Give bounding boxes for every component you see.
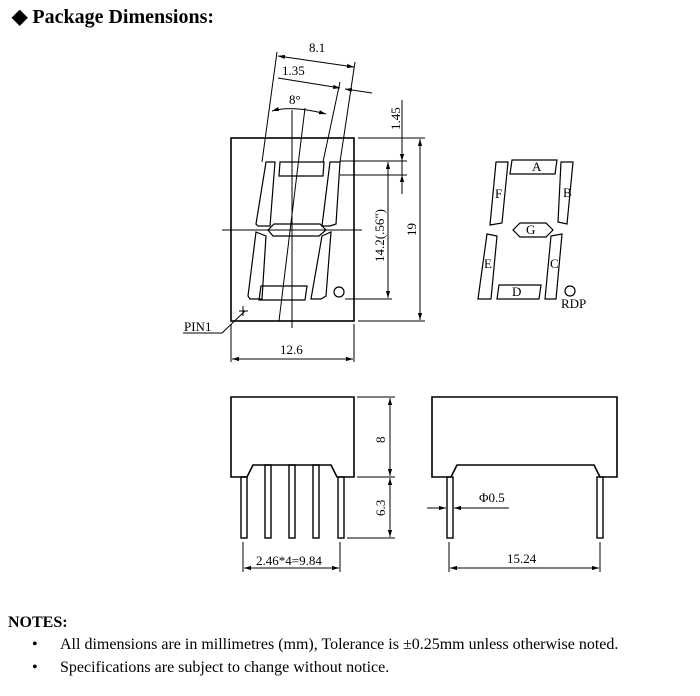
- section-heading: ◆ Package Dimensions:: [12, 4, 214, 29]
- dim-angle: 8°: [289, 92, 301, 107]
- side-view: 8 6.3 2.46*4=9.84: [230, 396, 395, 572]
- dim-height: 19: [404, 223, 419, 236]
- heading-title: Package Dimensions:: [32, 6, 215, 28]
- note-item: Specifications are subject to change wit…: [32, 659, 618, 677]
- pin1-label: PIN1: [184, 319, 211, 334]
- note-item: All dimensions are in millimetres (mm), …: [32, 636, 618, 654]
- segment-a-label: A: [532, 159, 542, 174]
- segment-e-label: E: [484, 256, 492, 271]
- notes-title: NOTES:: [8, 614, 68, 631]
- end-view: Φ0.5 15.24: [427, 396, 618, 572]
- segment-g-label: G: [526, 222, 535, 237]
- dim-pin-diameter: Φ0.5: [479, 490, 505, 505]
- front-view: 8.1 1.35 8° 1.45 14.2(.56") 19 12.6 PIN1: [183, 40, 425, 362]
- segment-map: A B C D E F G RDP: [477, 159, 586, 311]
- dim-digit-height: 14.2(.56"): [372, 209, 387, 262]
- dim-width: 8.1: [309, 40, 325, 55]
- dim-row-spacing: 15.24: [507, 551, 537, 566]
- dim-top: 1.45: [388, 107, 403, 130]
- segment-c-label: C: [550, 256, 559, 271]
- diamond-icon: ◆: [12, 6, 28, 28]
- notes: NOTES: All dimensions are in millimetres…: [8, 614, 618, 682]
- dim-offset: 1.35: [282, 63, 305, 78]
- segment-d-label: D: [512, 284, 521, 299]
- segment-f-label: F: [495, 186, 502, 201]
- dim-pin-length: 6.3: [373, 500, 388, 516]
- dim-body-width: 12.6: [280, 342, 303, 357]
- segment-b-label: B: [563, 185, 572, 200]
- dp-label: RDP: [561, 296, 586, 311]
- dim-body-height: 8: [373, 437, 388, 444]
- digit-segments: [247, 161, 345, 301]
- dim-pitch: 2.46*4=9.84: [256, 553, 322, 568]
